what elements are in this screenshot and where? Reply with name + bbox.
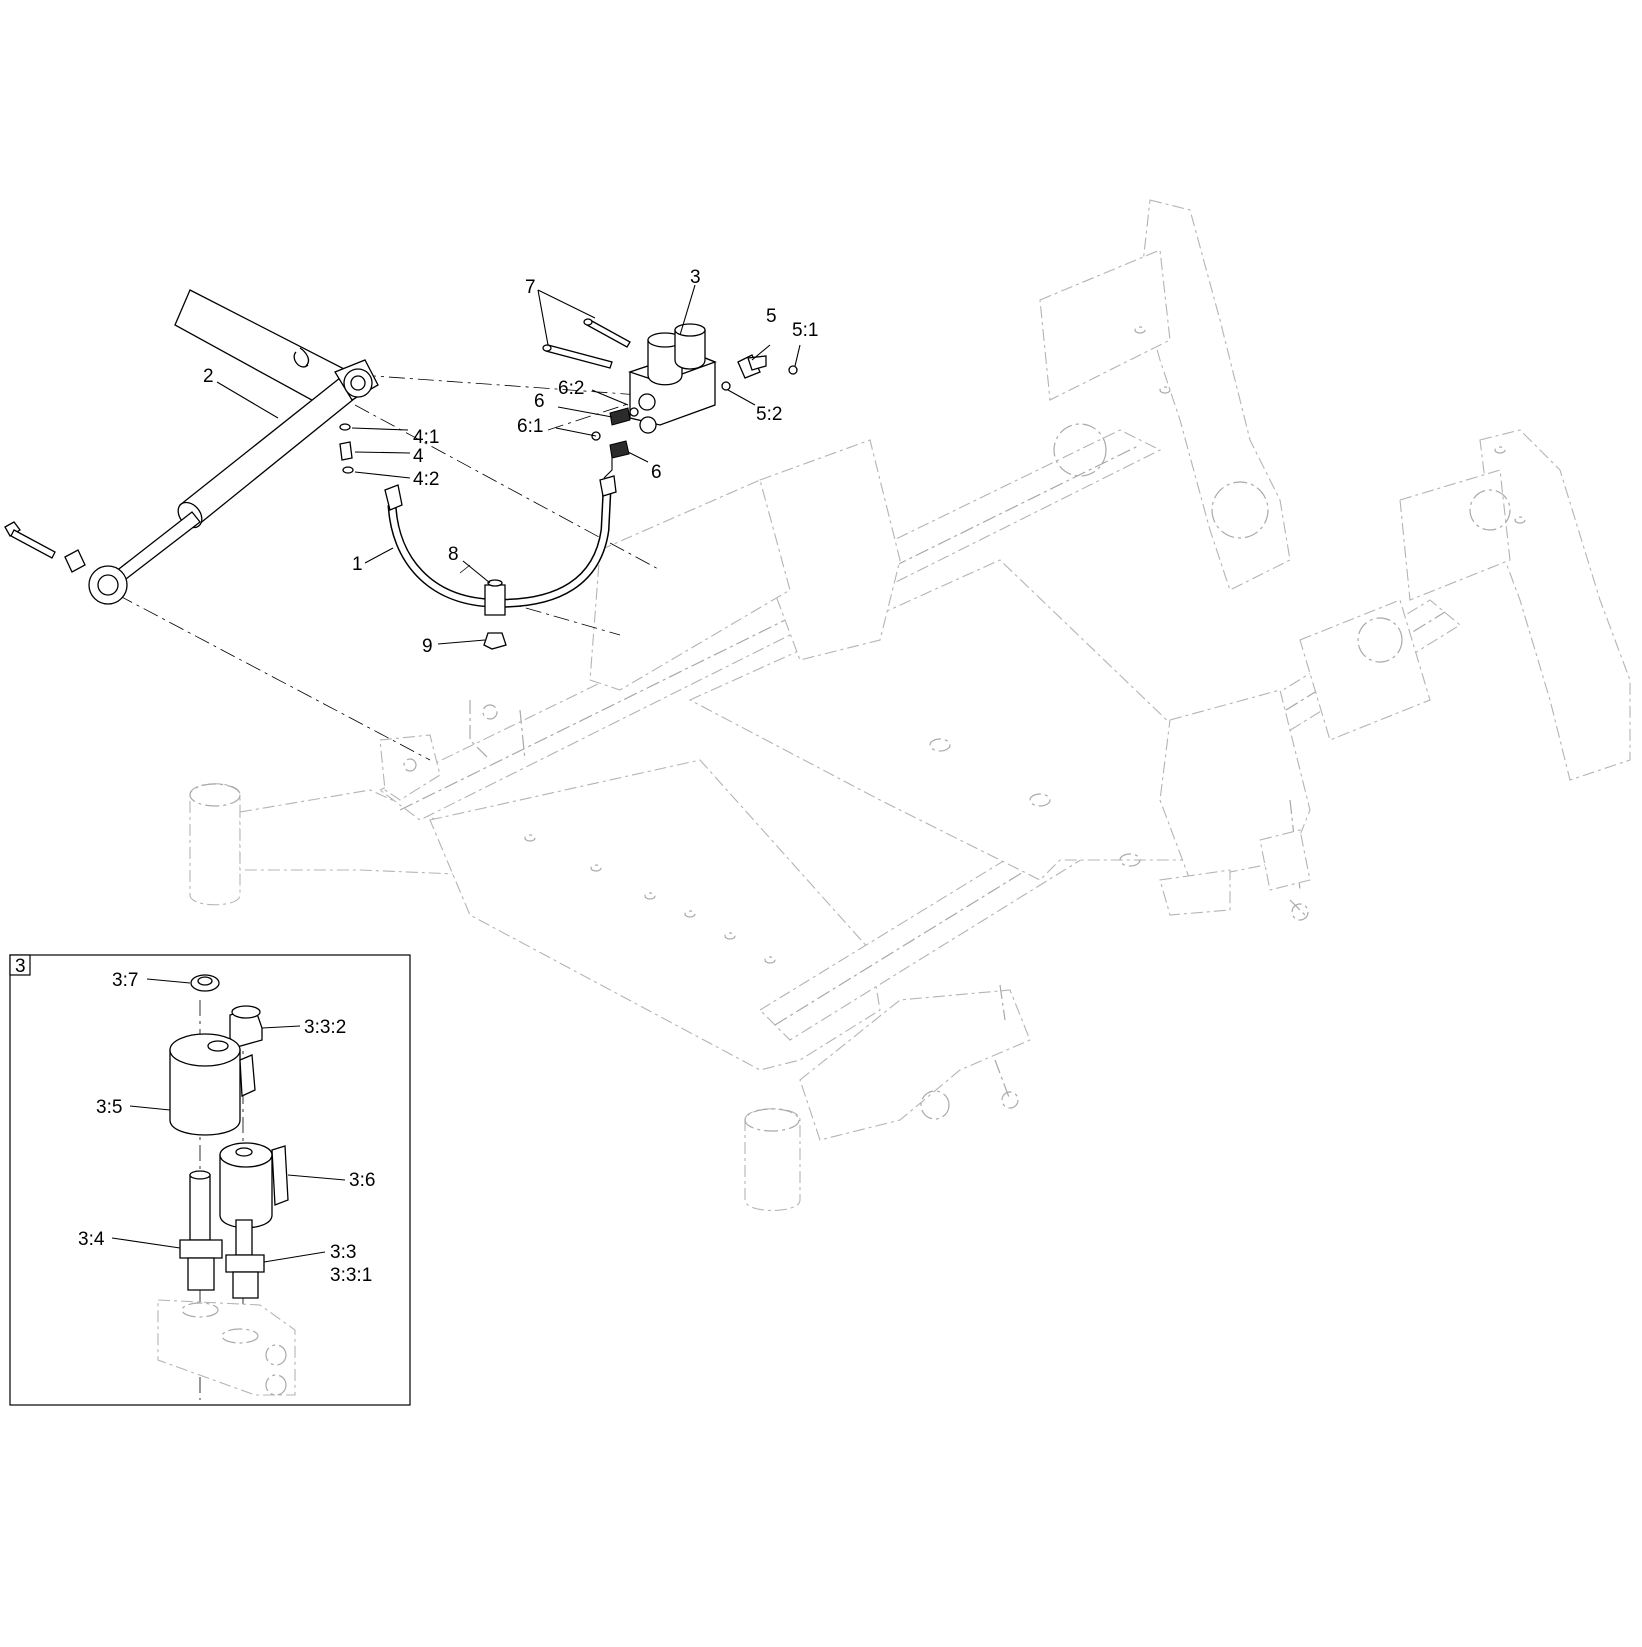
- valve-mount-bolts[interactable]: [542, 318, 631, 369]
- frame-holes: [524, 326, 1526, 964]
- elbow-fitting[interactable]: [721, 354, 798, 391]
- left-inner-bracket: [589, 479, 791, 691]
- callout-4-1: 4:1: [413, 427, 439, 448]
- inset-callout-3-4: 3:4: [78, 1229, 105, 1250]
- cylinder-mount-bolt: [4, 521, 86, 573]
- valve-fittings[interactable]: [591, 407, 639, 459]
- inset-callout-3-3: 3:3: [330, 1242, 356, 1263]
- cylinder-rod: [114, 511, 201, 583]
- hose-clamp[interactable]: [484, 579, 506, 616]
- inset-callout-3-6: 3:6: [349, 1170, 375, 1191]
- right-tower-plate: [1299, 599, 1431, 741]
- chassis-frame: [189, 199, 1631, 1212]
- callout-6-a: 6: [534, 391, 545, 412]
- callout-2: 2: [203, 366, 214, 387]
- front-left-pivot-tube: [189, 783, 241, 906]
- inset-cartridge-left: [179, 1170, 223, 1291]
- callout-5-1: 5:1: [792, 320, 818, 341]
- inset-callout-3-3-2: 3:3:2: [304, 1017, 346, 1038]
- retaining-clip: [293, 347, 310, 368]
- callouts: 2 3 7 5 5:1 5:2 6:2 6 6:1 6 4:1 4 4:2 8 …: [203, 267, 818, 657]
- callout-6-2: 6:2: [558, 378, 584, 399]
- callout-4-2: 4:2: [413, 469, 439, 490]
- callout-6-b: 6: [651, 462, 662, 483]
- inset-manifold-block: [157, 1299, 296, 1396]
- inset-coil-small: [219, 1142, 289, 1229]
- callout-4: 4: [413, 446, 424, 467]
- rear-left-bracket: [1039, 249, 1171, 401]
- front-deck-plate: [429, 759, 881, 1071]
- callout-5: 5: [766, 306, 777, 327]
- left-long-rail: [378, 429, 1162, 821]
- inset-callout-3-3-1: 3:3:1: [330, 1265, 372, 1286]
- callout-1: 1: [352, 554, 363, 575]
- front-right-arm: [799, 989, 1031, 1141]
- rear-left-tower: [1139, 199, 1291, 591]
- callout-6-1: 6:1: [517, 416, 543, 437]
- callout-5-2: 5:2: [756, 404, 782, 425]
- valve-block[interactable]: [627, 323, 717, 434]
- inset-coil-large: [169, 1033, 256, 1136]
- callout-leaders: [216, 284, 801, 645]
- rear-right-tower: [1479, 429, 1631, 781]
- callout-7: 7: [525, 277, 536, 298]
- callout-9: 9: [422, 636, 433, 657]
- inset-callout-3-5: 3:5: [96, 1097, 122, 1118]
- cylinder-fitting[interactable]: [339, 423, 354, 474]
- inset-cartridge-right: [225, 1219, 265, 1299]
- inset-callout-3-7: 3:7: [112, 970, 138, 991]
- front-right-pivot-tube: [744, 1108, 801, 1212]
- inset-tag-box: [9, 954, 31, 976]
- valve-detail-inset: 3: [9, 954, 411, 1406]
- callout-8: 8: [448, 544, 459, 565]
- inset-tag: 3: [15, 956, 26, 977]
- clamp-nut[interactable]: [483, 632, 507, 650]
- rear-right-bracket: [1399, 469, 1511, 601]
- callout-3: 3: [690, 267, 701, 288]
- front-left-bracket: [379, 734, 441, 801]
- hydraulic-cylinder[interactable]: [88, 289, 379, 605]
- right-mid-bracket: [1159, 689, 1311, 881]
